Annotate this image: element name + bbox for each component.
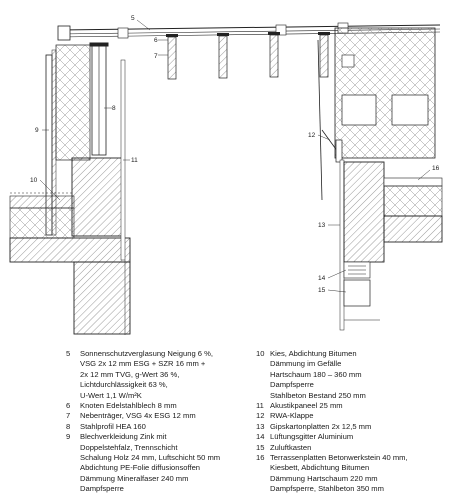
- callout-11: 11: [131, 157, 138, 164]
- legend-entry-number: 14: [256, 432, 265, 442]
- legend-entry-number: 13: [256, 421, 265, 431]
- legend-entry-line: Kies, Abdichtung Bitumen: [270, 349, 357, 358]
- legend-entry-text: RWA-Klappe: [270, 411, 456, 421]
- legend-entry-text: Nebenträger, VSG 4x ESG 12 mm: [80, 411, 246, 421]
- callout-13: 13: [318, 222, 326, 229]
- legend-entry-line: U-Wert 1,1 W/m²K: [80, 390, 142, 400]
- legend-entry: 14 Lüftungsgitter Aluminium: [256, 432, 456, 442]
- legend-entry: 8 Stahlprofil HEA 160: [66, 422, 246, 432]
- legend-entry-line: Schalung Holz 24 mm, Luftschicht 50 mm: [80, 453, 221, 463]
- callout-10: 10: [30, 177, 38, 184]
- legend-entry-line: Terrassenplatten Betonwerkstein 40 mm,: [270, 453, 408, 463]
- legend-entry-line: Blechverkleidung Zink mit: [80, 432, 167, 442]
- legend-entry-line: Doppelstehfalz, Trennschicht: [80, 442, 178, 452]
- legend-entry-line: Dämmung im Gefälle: [270, 359, 342, 369]
- legend-entry-line: Stahlbeton Bestand 250 mm: [270, 390, 366, 400]
- legend-entry-number: 8: [66, 421, 71, 431]
- legend-entry-line: RWA-Klappe: [270, 411, 314, 421]
- left-wall: [9, 42, 131, 335]
- legend-entry-number: 11: [256, 401, 264, 411]
- legend-entry-number: 7: [66, 411, 71, 421]
- legend-entry: 12 RWA-Klappe: [256, 411, 456, 421]
- callout-15: 15: [318, 287, 326, 294]
- legend-column-left: 5 Sonnenschutzverglasung Neigung 6 %,VSG …: [66, 349, 246, 495]
- legend-entry-line: Hartschaum 180 – 360 mm: [270, 369, 362, 379]
- legend-entry-line: Dämmung Mineralfaser 240 mm: [80, 473, 189, 483]
- callout-9: 9: [35, 127, 39, 134]
- legend-entry: 16 Terrassenplatten Betonwerkstein 40 mm,…: [256, 453, 456, 495]
- legend-entry: 5 Sonnenschutzverglasung Neigung 6 %,VSG …: [66, 349, 246, 401]
- legend-entry-text: Stahlprofil HEA 160: [80, 422, 246, 432]
- legend-entry-line: Kiesbett, Abdichtung Bitumen: [270, 463, 370, 473]
- legend-entry-line: Lüftungsgitter Aluminium: [270, 432, 354, 442]
- section-drawing: 5 6 7 8 9 10 11 12 13 14 15 16: [9, 15, 443, 335]
- legend-entry-text: Akustikpaneel 25 mm: [270, 401, 456, 411]
- legend-entry: 7 Nebenträger, VSG 4x ESG 12 mm: [66, 411, 246, 421]
- callout-8: 8: [112, 105, 116, 112]
- legend-entry-text: Gipskartonplatten 2x 12,5 mm: [270, 422, 456, 432]
- legend-entry-line: VSG 2x 12 mm ESG + SZR 16 mm +: [80, 359, 206, 369]
- legend-entry-line: Sonnenschutzverglasung Neigung 6 %,: [80, 349, 213, 358]
- leader-lines: [39, 19, 431, 293]
- legend-entry-number: 10: [256, 349, 265, 358]
- legend-entry-text: Lüftungsgitter Aluminium: [270, 432, 456, 442]
- callout-7: 7: [154, 53, 158, 60]
- legend-entry-line: Gipskartonplatten 2x 12,5 mm: [270, 421, 372, 431]
- legend-entry-text: Knoten Edelstahlblech 8 mm: [80, 401, 246, 411]
- legend-entry-line: Dampfsperre: [270, 380, 314, 390]
- legend-entry: 6 Knoten Edelstahlblech 8 mm: [66, 401, 246, 411]
- legend-entry-number: 16: [256, 453, 265, 463]
- steel-knots: [166, 32, 330, 37]
- callout-6: 6: [154, 37, 158, 44]
- legend-entry-line: Dampfsperre, Stahlbeton 350 mm: [270, 484, 384, 494]
- callout-14: 14: [318, 275, 326, 282]
- legend-entry-line: Lichtdurchlässigkeit 63 %,: [80, 380, 168, 390]
- legend-entry-text: Zuluftkasten: [270, 443, 456, 453]
- legend-entry: 13 Gipskartonplatten 2x 12,5 mm: [256, 422, 456, 432]
- legend-entry-line: Nebenträger, VSG 4x ESG 12 mm: [80, 411, 196, 421]
- callout-16: 16: [432, 165, 440, 172]
- legend: 5 Sonnenschutzverglasung Neigung 6 %,VSG …: [0, 345, 462, 500]
- legend-entry-text: Terrassenplatten Betonwerkstein 40 mm,Ki…: [270, 453, 456, 495]
- right-wall: [317, 27, 443, 331]
- callout-12: 12: [308, 132, 316, 139]
- legend-entry-number: 6: [66, 401, 71, 411]
- legend-entry: 11 Akustikpaneel 25 mm: [256, 401, 456, 411]
- legend-entry-line: Zuluftkasten: [270, 442, 312, 452]
- legend-entry-line: Stahlprofil HEA 160: [80, 421, 146, 431]
- legend-entry-line: 2x 12 mm TVG, g-Wert 36 %,: [80, 369, 180, 379]
- legend-entry-line: Knoten Edelstahlblech 8 mm: [80, 401, 177, 411]
- roof-glazing: [57, 22, 441, 41]
- legend-entry: 15 Zuluftkasten: [256, 443, 456, 453]
- legend-entry-number: 9: [66, 432, 71, 442]
- callout-5: 5: [131, 15, 135, 22]
- legend-entry-number: 12: [256, 411, 265, 421]
- legend-entry-line: Abdichtung PE-Folie diffusionsoffen: [80, 463, 201, 473]
- legend-entry-line: Dampfsperre: [80, 484, 124, 494]
- glass-beams: [167, 34, 329, 80]
- legend-entry-line: Akustikpaneel 25 mm: [270, 401, 343, 411]
- legend-entry-text: Sonnenschutzverglasung Neigung 6 %,VSG 2…: [80, 349, 246, 401]
- legend-entry-line: Dämmung Hartschaum 220 mm: [270, 473, 378, 483]
- legend-entry-number: 5: [66, 349, 71, 358]
- legend-entry-number: 15: [256, 442, 265, 452]
